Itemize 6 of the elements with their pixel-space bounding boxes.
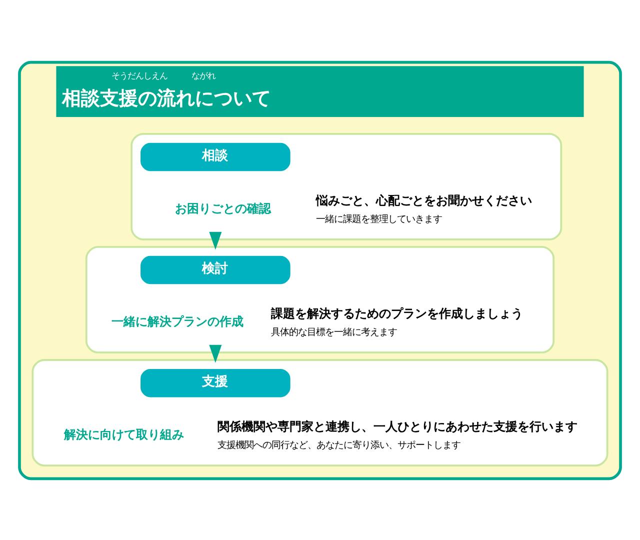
- node-box: 支援: [140, 368, 290, 397]
- node-box: 相談: [140, 142, 290, 171]
- arrow: [209, 344, 222, 362]
- node-box: 検討: [140, 255, 290, 284]
- arrow: [209, 231, 222, 250]
- node-label: そうだんしえん ながれ: [111, 70, 216, 80]
